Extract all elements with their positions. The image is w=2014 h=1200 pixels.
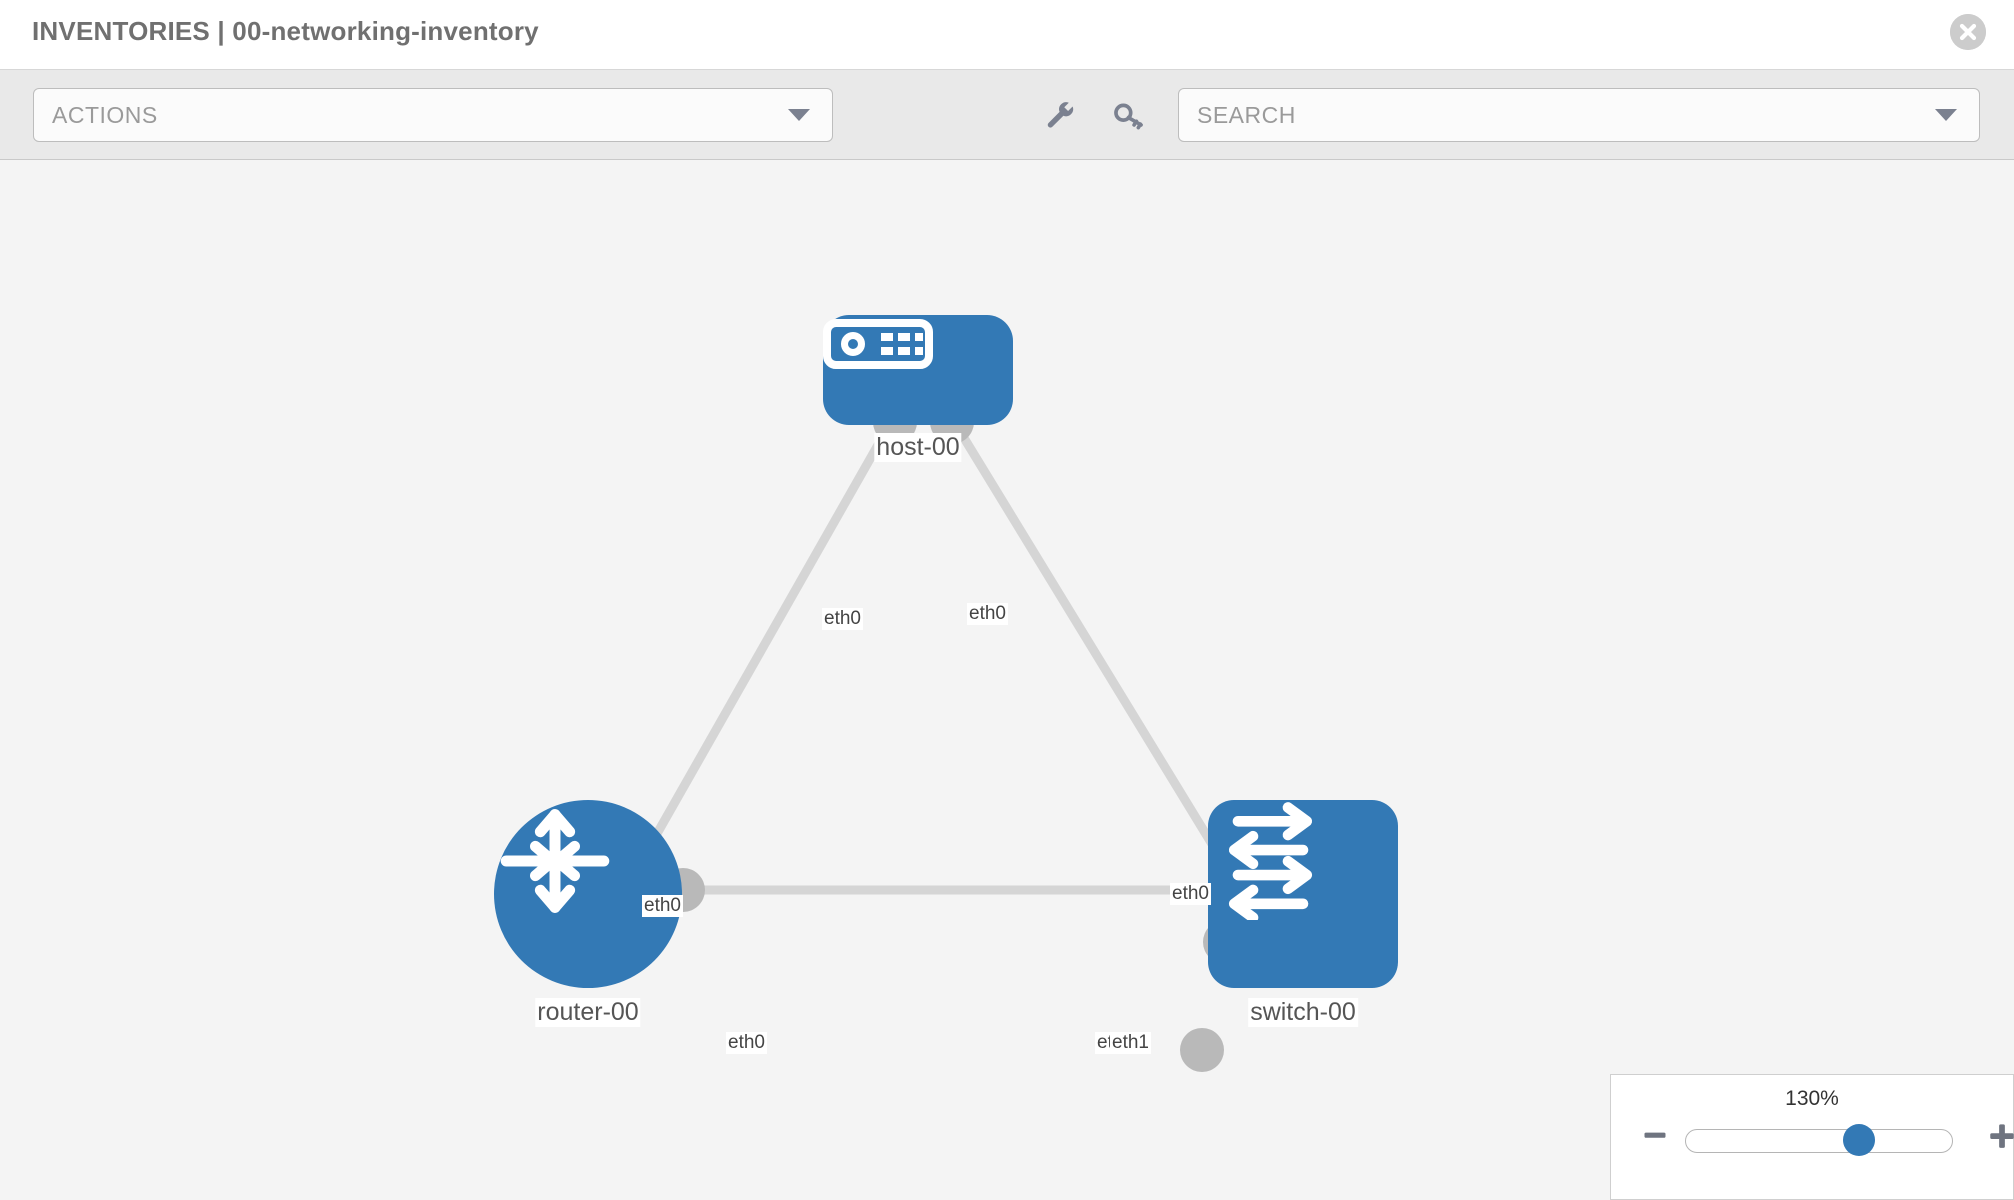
node-label-switch-00: switch-00	[1248, 998, 1358, 1027]
actions-dropdown[interactable]: ACTIONS	[33, 88, 833, 142]
link-host-router	[621, 412, 899, 893]
zoom-slider[interactable]	[1685, 1124, 1953, 1156]
iface-label-host-left: eth0	[822, 608, 863, 630]
page-header: INVENTORIES | 00-networking-inventory	[0, 0, 2014, 70]
topology-canvas[interactable]: host-00 eth0 eth0	[0, 160, 2014, 1200]
node-router-00[interactable]: router-00	[494, 800, 682, 1070]
zoom-level-label: 130%	[1785, 1087, 1839, 1110]
search-placeholder: SEARCH	[1197, 101, 1296, 128]
close-icon[interactable]	[1950, 14, 1986, 50]
node-label-host-00: host-00	[874, 433, 962, 462]
zoom-slider-thumb[interactable]	[1842, 1124, 1875, 1156]
actions-dropdown-value: ACTIONS	[52, 101, 158, 128]
host-node-shape[interactable]	[823, 315, 1013, 425]
search-input[interactable]: SEARCH	[1178, 88, 1980, 142]
node-host-00[interactable]: host-00	[823, 315, 1013, 575]
wrench-icon[interactable]	[1044, 100, 1078, 134]
key-icon[interactable]	[1112, 100, 1146, 134]
topology-links	[621, 412, 1244, 895]
switch-icon	[1228, 802, 1313, 920]
chevron-down-icon	[788, 109, 810, 121]
chevron-down-icon	[1935, 109, 1957, 121]
link-host-switch	[946, 412, 1244, 893]
page-title: INVENTORIES | 00-networking-inventory	[32, 16, 539, 46]
endpoint-switch-left[interactable]	[1180, 1028, 1224, 1072]
iface-label-switch-upper: eth0	[1170, 883, 1211, 905]
router-icon	[500, 809, 610, 913]
switch-icon-wrapper[interactable]	[1208, 800, 1398, 988]
iface-label-router-right: eth0	[726, 1032, 767, 1054]
zoom-control-panel: 130%	[1610, 1074, 2014, 1200]
node-label-router-00: router-00	[535, 998, 641, 1027]
iface-label-router-upper: eth0	[642, 895, 683, 917]
iface-label-switch-left: eth1	[1110, 1032, 1151, 1054]
toolbar: ACTIONS SEARCH	[0, 70, 2014, 160]
server-icon	[823, 319, 933, 369]
iface-label-host-right: eth0	[967, 603, 1008, 625]
node-switch-00[interactable]: switch-00	[1208, 800, 1398, 1070]
router-node-shape[interactable]	[494, 800, 682, 988]
